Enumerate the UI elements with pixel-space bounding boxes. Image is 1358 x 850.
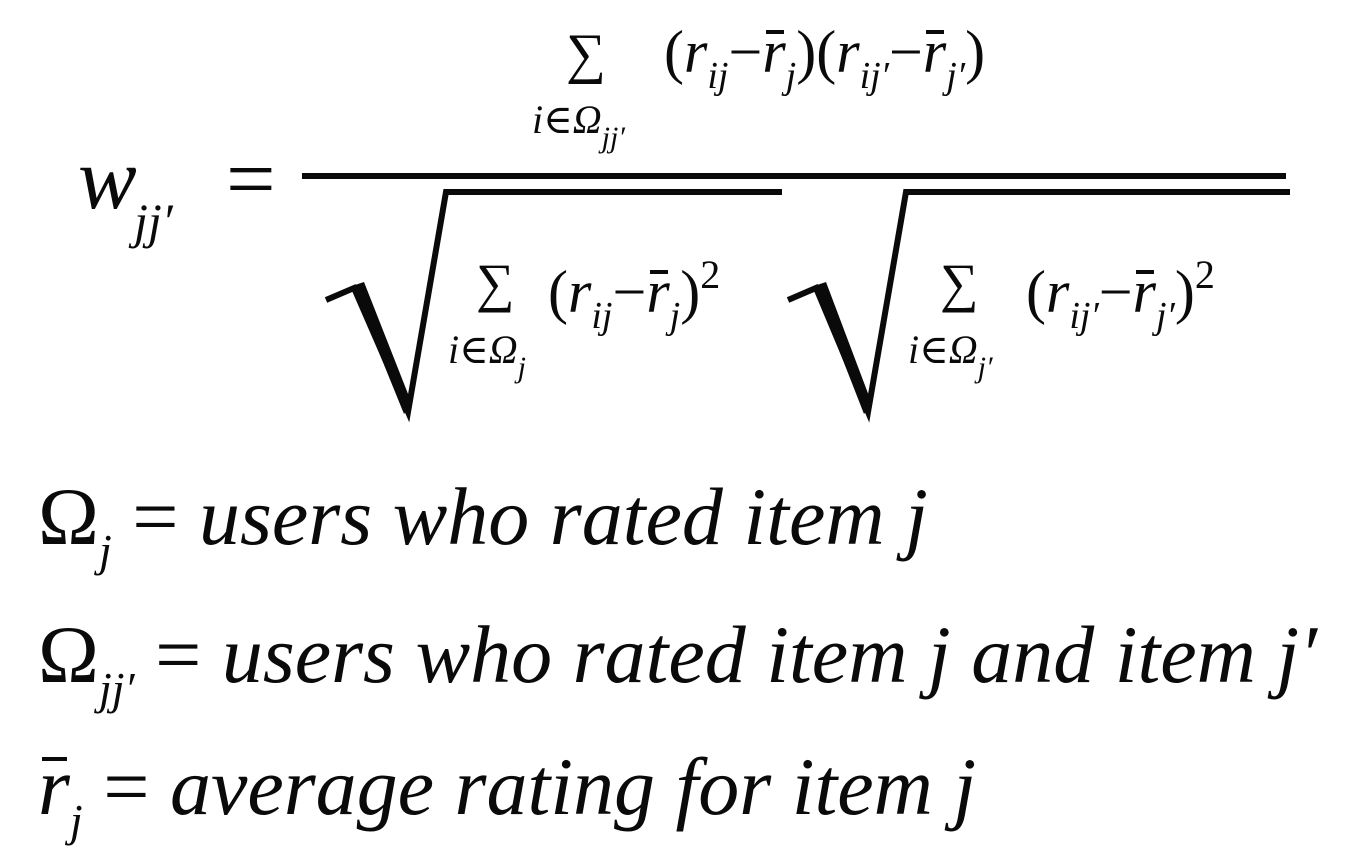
omega-symbol: Ω [38, 609, 99, 700]
definition-text: users who rated item j and item j′ [221, 609, 1318, 700]
den-left-under-sub: j [517, 351, 526, 384]
definition-subscript: j [69, 795, 83, 846]
equals-sign: = [226, 131, 276, 228]
sum-icon: ∑ [566, 23, 606, 85]
radical-right [786, 189, 1290, 423]
den-right-sum-symbol: ∑ [940, 256, 979, 310]
sum-icon: ∑ [940, 253, 979, 313]
r-sub: ij [591, 295, 613, 337]
den-right-sum-under: i∈Ωj′ [908, 327, 993, 383]
r-sub: ij′ [859, 55, 889, 97]
paren: ( [548, 259, 568, 325]
omega-symbol: Ω [38, 471, 99, 562]
r-bar-sub: j [785, 55, 797, 97]
den-right-under-text: i∈Ω [908, 327, 978, 372]
r-var: r [836, 19, 860, 85]
exponent: 2 [700, 252, 721, 297]
r-sub: ij′ [1069, 295, 1099, 337]
paren: ( [1026, 259, 1046, 325]
r-bar-sub: j [669, 295, 681, 337]
definition-rbar-j: rj = average rating for item j [38, 741, 976, 844]
sum-icon: ∑ [476, 253, 515, 313]
den-left-sum-symbol: ∑ [476, 256, 515, 310]
r-sub: ij [707, 55, 729, 97]
equals-sign: = [103, 741, 150, 832]
r-bar-var: r [1132, 259, 1156, 325]
r-var: r [567, 259, 592, 325]
den-right-term: (rij′−rj′)2 [1026, 255, 1215, 336]
paren: ) [680, 259, 701, 325]
paren: ) [965, 19, 986, 85]
num-sum-under-sub: jj′ [601, 121, 625, 154]
num-sum-under-text: i∈Ω [532, 97, 602, 142]
r-bar-sub: j′ [1155, 295, 1175, 337]
den-left-sum-under: i∈Ωj [448, 327, 526, 383]
r-bar-var: r [762, 19, 786, 85]
r-bar-sub: j′ [946, 55, 966, 97]
minus: − [1098, 259, 1133, 325]
lhs-subscript: jj′ [134, 196, 173, 246]
den-left-under-text: i∈Ω [448, 327, 518, 372]
den-right-under-sub: j′ [977, 351, 993, 384]
paren: ) [1174, 259, 1195, 325]
radical-left-thick [352, 282, 412, 414]
lhs-equals: = [226, 136, 276, 224]
r-bar-var: r [646, 259, 670, 325]
definition-subscript: j [98, 525, 112, 576]
r-bar-var: r [922, 19, 947, 85]
radical-right-thick [814, 282, 872, 414]
definition-omega-j: Ωj = users who rated item j [38, 476, 928, 574]
den-left-term: (rij−rj)2 [548, 255, 720, 336]
lhs-sub-text: jj′ [134, 193, 173, 249]
r-var: r [1045, 259, 1070, 325]
equals-sign: = [155, 609, 202, 700]
definition-subscript: jj′ [98, 663, 135, 714]
radical-left [324, 189, 782, 423]
r-bar-symbol: r [38, 741, 70, 832]
definition-text: users who rated item j [198, 471, 928, 562]
exponent: 2 [1194, 252, 1215, 297]
num-sum-symbol: ∑ [566, 26, 606, 82]
lhs-symbol: w [78, 136, 137, 224]
minus: − [889, 19, 923, 85]
r-var: r [683, 19, 708, 85]
definition-text: average rating for item j [169, 741, 977, 832]
minus: − [612, 259, 647, 325]
definition-omega-jj: Ωjj′ = users who rated item j and item j… [38, 614, 1317, 712]
num-term: (rij−rj)(rij′−rj′) [664, 19, 986, 95]
lhs-w: w [78, 131, 137, 228]
paren: ( [664, 19, 684, 85]
num-sum-under: i∈Ωjj′ [532, 97, 625, 153]
paren: )( [796, 19, 837, 85]
equals-sign: = [132, 471, 179, 562]
minus: − [728, 19, 763, 85]
